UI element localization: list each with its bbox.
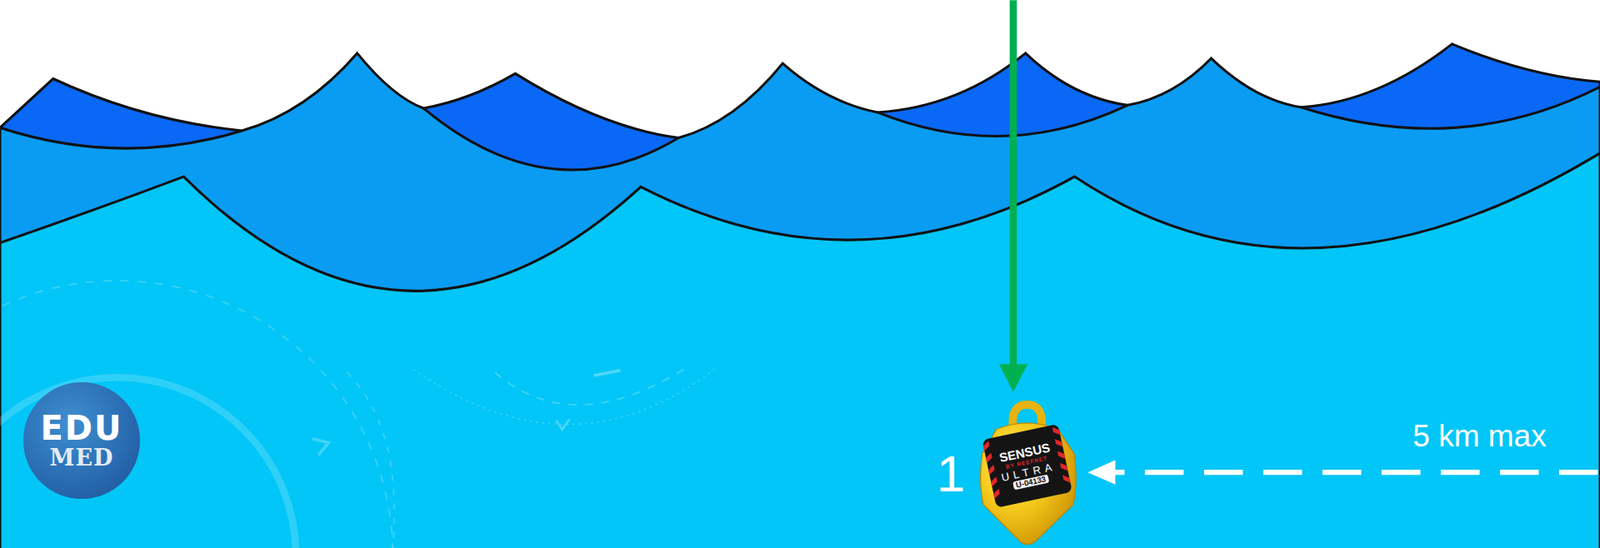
watermark-tick (594, 370, 621, 376)
descent-arrow-head (999, 364, 1028, 392)
label-stripe (1060, 462, 1068, 473)
label-stripe (993, 489, 1001, 500)
watermark-chevron (555, 419, 570, 430)
watermark-ring (0, 280, 393, 548)
label-stripe (987, 465, 995, 475)
logo-word: EDU (40, 410, 123, 446)
label-stripe (1052, 426, 1060, 437)
watermark-arc (346, 372, 395, 548)
logo-badge: EDUMED (23, 382, 140, 500)
callout-number: 1 (918, 440, 984, 506)
descent-arrow-line (1010, 0, 1018, 370)
label-stripe (985, 453, 993, 464)
watermark-arcs (0, 280, 715, 548)
label-stripe (1055, 438, 1063, 449)
distance-label: 5 km max (1382, 416, 1577, 458)
device-shell (980, 423, 1077, 545)
watermark-arc (413, 369, 715, 425)
label-stripe (982, 440, 990, 451)
label-stripe (990, 477, 999, 488)
range-arrow-head (1087, 460, 1115, 485)
label-stripe (1062, 474, 1070, 485)
watermark-arc (495, 369, 685, 405)
label-stripe (1057, 450, 1065, 460)
range-dashed-line (1112, 470, 1599, 475)
device-label-panel (982, 424, 1073, 509)
logo-word: MED (50, 446, 115, 470)
front-water (0, 153, 1600, 548)
watermark-chevron (312, 439, 330, 456)
label-panel (982, 424, 1073, 509)
sensor-device: SENSUSBY REEFNETULTRAU-04133 (974, 400, 1082, 548)
watermark-ring (0, 377, 296, 548)
